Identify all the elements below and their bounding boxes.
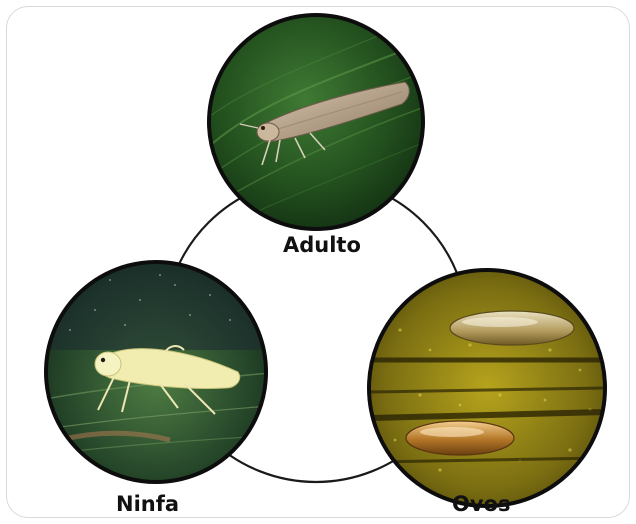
stage-label-eggs: Ovos — [452, 494, 510, 515]
stage-label-nymph: Ninfa — [116, 494, 179, 515]
stage-label-adult: Adulto — [283, 235, 361, 256]
nymph-photo — [40, 260, 280, 482]
egg-top-icon — [450, 311, 574, 345]
egg-bottom-icon — [406, 421, 514, 455]
eggs-photo — [369, 270, 605, 506]
